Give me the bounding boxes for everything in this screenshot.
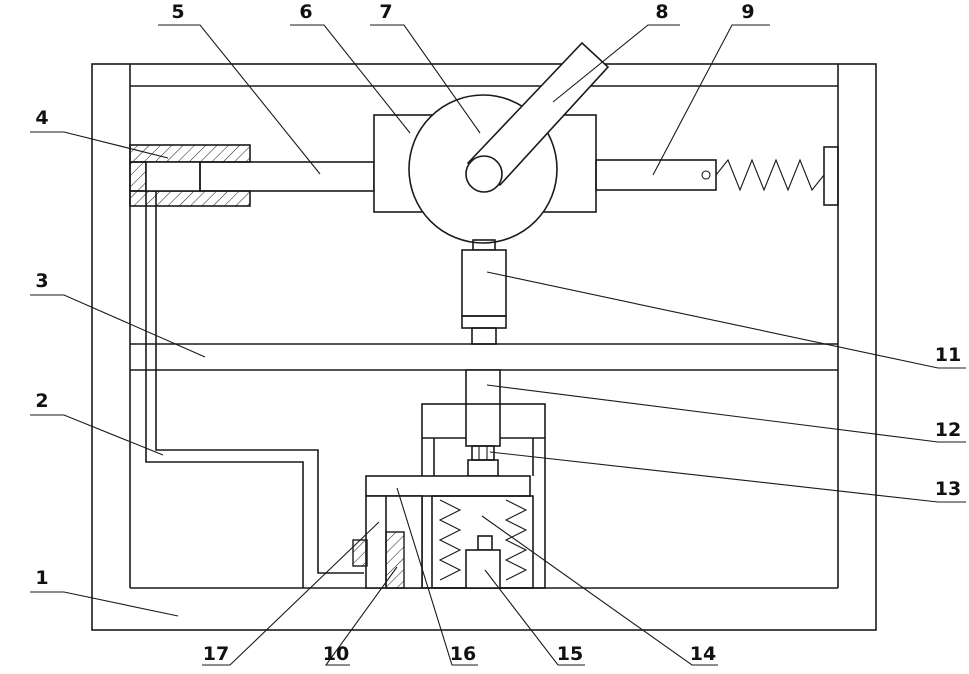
label-4: 4 xyxy=(35,107,48,129)
bottom-block xyxy=(466,536,500,588)
label-15: 15 xyxy=(557,643,583,665)
left-push-rod xyxy=(200,162,374,191)
lower-plunger xyxy=(466,370,500,446)
label-12: 12 xyxy=(935,419,961,441)
label-11: 11 xyxy=(935,344,961,366)
hydraulic-cylinder xyxy=(130,145,250,206)
label-1: 1 xyxy=(35,567,48,589)
label-3: 3 xyxy=(35,270,48,292)
label-8: 8 xyxy=(655,1,668,23)
upper-punch xyxy=(462,240,506,344)
support-plate xyxy=(366,476,530,496)
label-14: 14 xyxy=(690,643,716,665)
label-2: 2 xyxy=(35,390,48,412)
right-push-rod xyxy=(596,147,838,205)
label-13: 13 xyxy=(935,478,961,500)
label-7: 7 xyxy=(379,1,392,23)
label-16: 16 xyxy=(450,643,476,665)
connecting-shaft xyxy=(468,446,498,476)
cross-beam xyxy=(130,344,838,370)
label-9: 9 xyxy=(741,1,754,23)
label-10: 10 xyxy=(323,643,349,665)
connecting-pipe xyxy=(146,191,364,588)
label-6: 6 xyxy=(299,1,312,23)
label-5: 5 xyxy=(171,1,184,23)
label-17: 17 xyxy=(203,643,229,665)
